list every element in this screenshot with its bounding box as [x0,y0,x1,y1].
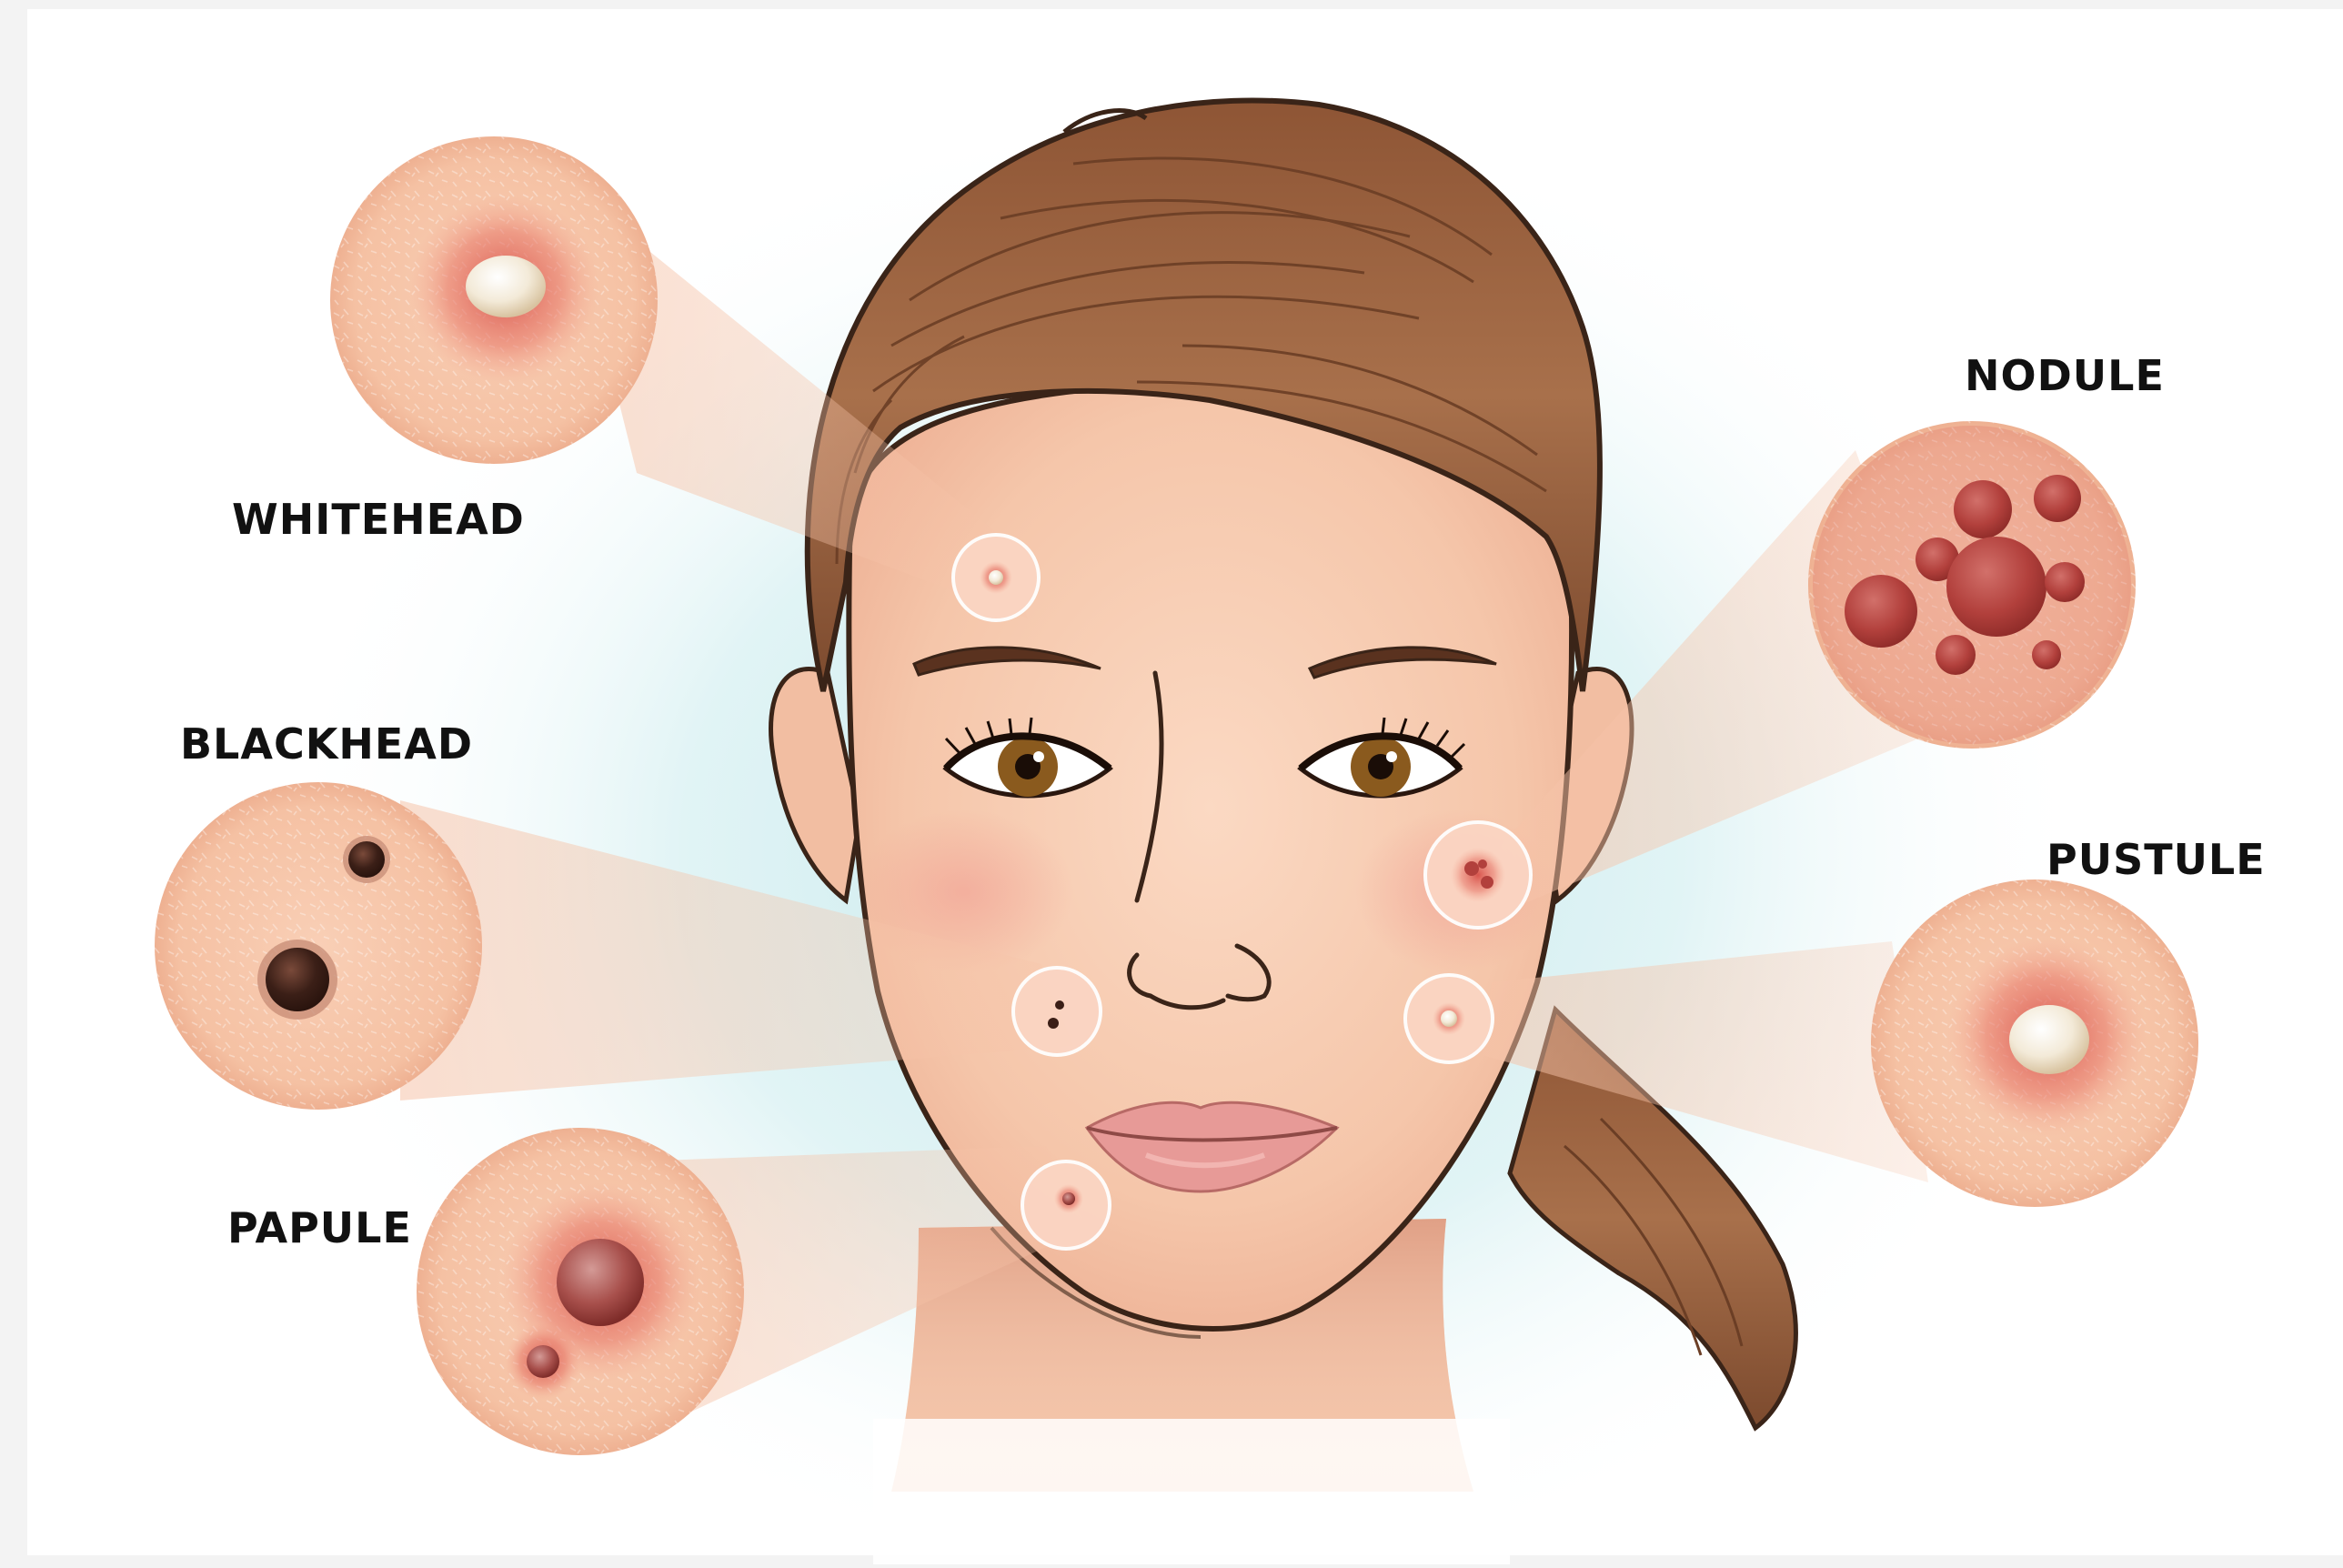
face-spot-whitehead [953,535,1039,620]
papule-label: PAPULE [227,1207,412,1249]
blackhead-label: BLACKHEAD [180,723,473,765]
face-spot-nodule [1425,822,1531,928]
face-spot-blackhead [1013,968,1101,1055]
blackhead-lesion-icon [155,782,482,1110]
papule-lesion-icon [417,1128,744,1455]
pustule-label: PUSTULE [2046,839,2266,880]
whitehead-lesion-icon [330,136,658,464]
face-spot-pustule [1405,975,1493,1062]
whitehead-label: WHITEHEAD [232,498,525,540]
nodule-label: NODULE [1965,355,2165,397]
face-spot-papule [1022,1161,1110,1249]
nodule-lesion-icon [1808,421,2136,749]
pustule-lesion-icon [1871,879,2198,1207]
